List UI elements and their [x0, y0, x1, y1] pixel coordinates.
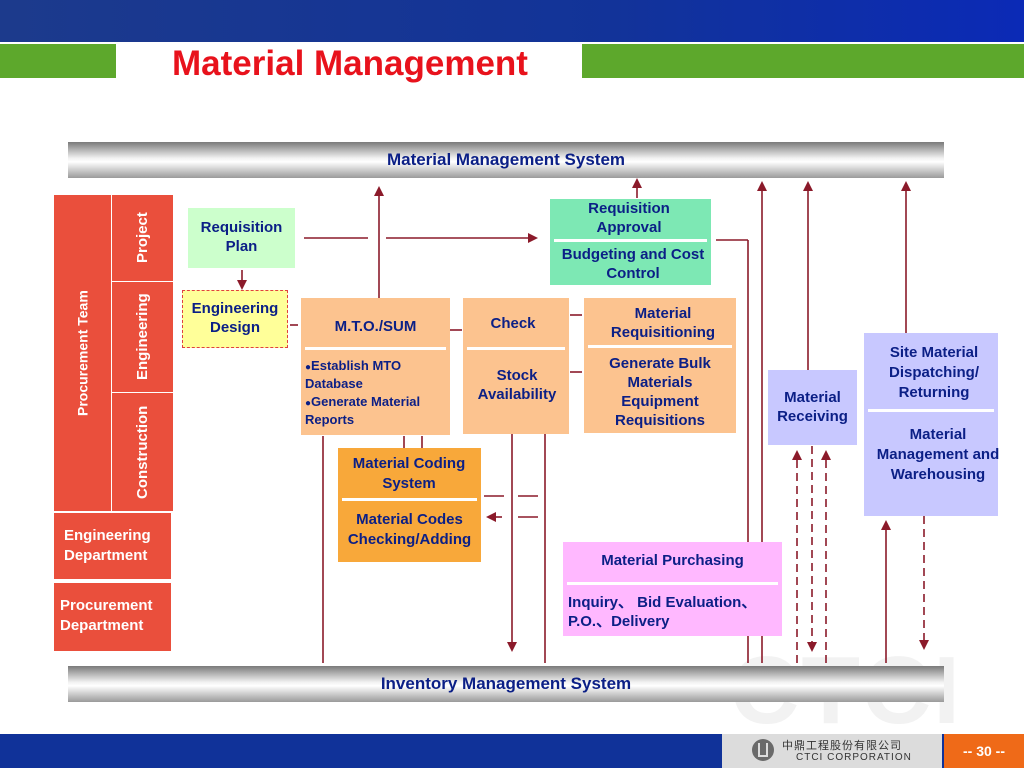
- company-name-cn: 中鼎工程股份有限公司: [782, 739, 902, 752]
- mto-sum-box: M.T.O./SUM ●Establish MTO Database ●Gene…: [301, 298, 450, 435]
- procurement-department-label: Procurement Department: [53, 582, 172, 652]
- page-number: -- 30 --: [944, 734, 1024, 768]
- divider: [342, 498, 477, 501]
- material-purchasing-box: Material Purchasing Inquiry、 Bid Evaluat…: [563, 542, 782, 636]
- material-requisitioning-text: Material Requisitioning: [610, 305, 716, 341]
- material-coding-box: Material Coding System Material Codes Ch…: [338, 448, 481, 562]
- check-box: Check Stock Availability: [463, 298, 569, 434]
- material-receiving-box: Material Receiving: [768, 370, 857, 445]
- divider: [467, 347, 565, 350]
- divider: [305, 347, 446, 350]
- mto-sum-title: M.T.O./SUM: [334, 318, 417, 335]
- stock-availability-text: Stock Availability: [477, 367, 557, 403]
- site-material-text: Site Material Dispatching/ Returning: [888, 344, 979, 401]
- requisition-plan-text: Requisition Plan: [200, 219, 283, 255]
- material-receiving-text: Material Receiving: [777, 389, 848, 425]
- site-material-box: Site Material Dispatching/ Returning Mat…: [864, 333, 1000, 516]
- company-name-en: CTCI CORPORATION: [796, 752, 912, 763]
- material-codes-text: Material Codes Checking/Adding: [347, 511, 472, 548]
- top-header-bar: [0, 0, 1024, 42]
- engineering-label: Engineering: [111, 281, 174, 393]
- budgeting-cost-control-text: Budgeting and Cost Control: [561, 246, 705, 282]
- company-logo-area: 中鼎工程股份有限公司 CTCI CORPORATION: [722, 734, 942, 768]
- engineering-design-box: Engineering Design: [182, 290, 288, 348]
- construction-label: Construction: [111, 392, 174, 512]
- establish-mto-item: ●Establish MTO Database: [305, 358, 402, 391]
- ctci-logo-icon: [752, 739, 774, 761]
- divider: [567, 582, 778, 585]
- inventory-management-system-band: Inventory Management System: [68, 666, 944, 702]
- project-label: Project: [111, 194, 174, 282]
- check-text: Check: [490, 315, 536, 332]
- accent-bar-left: [0, 44, 116, 78]
- inquiry-text: Inquiry、 Bid Evaluation、 P.O.、Delivery: [568, 594, 757, 630]
- requisition-approval-box: Requisition Approval Budgeting and Cost …: [550, 199, 711, 285]
- accent-bar-right: [582, 44, 1024, 78]
- material-purchasing-text: Material Purchasing: [601, 552, 744, 569]
- divider: [588, 345, 732, 348]
- requisition-approval-text: Requisition Approval: [588, 200, 670, 236]
- establish-mto-text: Establish MTO Database: [305, 358, 402, 391]
- material-management-system-band: Material Management System: [68, 142, 944, 178]
- page-title: Material Management: [122, 44, 578, 84]
- divider: [868, 409, 994, 412]
- material-mgmt-warehousing-text: Material Management and Warehousing: [876, 426, 1000, 483]
- material-coding-text: Material Coding System: [352, 455, 466, 492]
- material-requisitioning-box: Material Requisitioning Generate Bulk Ma…: [584, 298, 736, 433]
- procurement-team-label: Procurement Team: [53, 194, 112, 512]
- generate-material-item: ●Generate Material Reports: [305, 394, 421, 427]
- engineering-department-label: Engineering Department: [53, 512, 172, 580]
- generate-material-text: Generate Material Reports: [305, 394, 421, 427]
- requisition-plan-box: Requisition Plan: [188, 208, 295, 268]
- generate-bulk-text: Generate Bulk Materials Equipment Requis…: [609, 355, 711, 429]
- engineering-design-text: Engineering Design: [191, 300, 279, 336]
- divider: [554, 239, 707, 242]
